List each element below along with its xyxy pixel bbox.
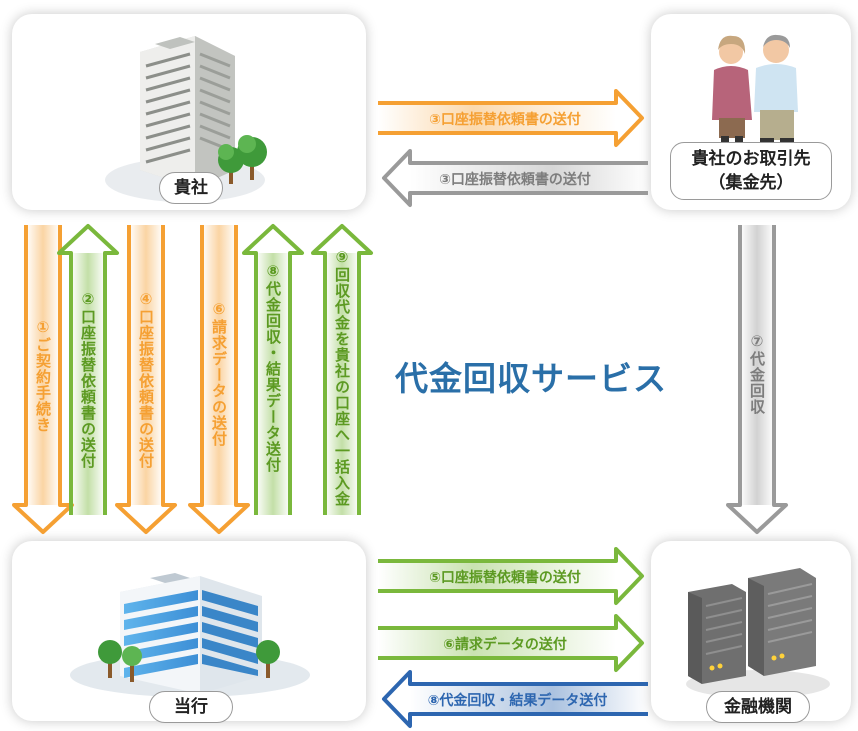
flow-9-label: ⑨回収代金を貴社の口座へ一括入金 [333,248,351,507]
client-label: 貴社のお取引先 （集金先） [670,142,832,200]
arrow-6-right [378,614,644,672]
arrow-7-down [726,225,788,534]
arrow-5-right [378,547,644,605]
flow-1-label: ①ご契約手続き [34,318,52,433]
flow-3-right-label: ③口座振替依頼書の送付 [429,112,581,128]
arrow-8-up [242,224,304,515]
flow-8-left-label: ⑧代金回収・結果データ送付 [427,693,608,709]
company-label: 貴社 [159,172,223,204]
flow-5-label: ⑤口座振替依頼書の送付 [429,570,581,586]
arrow-4-down [115,225,177,534]
arrow-6-down [188,225,250,534]
diagram-title: 代金回収サービス [395,359,667,398]
arrow-9-up [311,224,373,515]
bank-label: 当行 [149,691,233,723]
flow-6-label: ⑥請求データの送付 [210,300,228,447]
flow-7-label: ⑦代金回収 [748,332,766,415]
arrow-3-left [382,149,648,207]
flow-8-label: ⑧代金回収・結果データ送付 [264,262,282,473]
arrow-2-up [57,224,119,515]
flow-3-left-label: ③口座振替依頼書の送付 [439,172,591,188]
institution-servers-illustration [686,568,830,698]
flow-6-right-label: ⑥請求データの送付 [443,637,567,653]
arrow-8-left [382,670,648,728]
bank-building-illustration [70,573,310,697]
flow-2-label: ②口座振替依頼書の送付 [79,290,97,469]
client-label-line2: （集金先） [708,173,794,193]
arrow-1-down [12,225,74,534]
flow-4-label: ④口座振替依頼書の送付 [137,290,155,469]
institution-label: 金融機関 [706,691,810,723]
client-people-illustration [712,34,798,144]
arrow-3-right [378,89,644,147]
client-label-line1: 貴社のお取引先 [691,149,811,169]
